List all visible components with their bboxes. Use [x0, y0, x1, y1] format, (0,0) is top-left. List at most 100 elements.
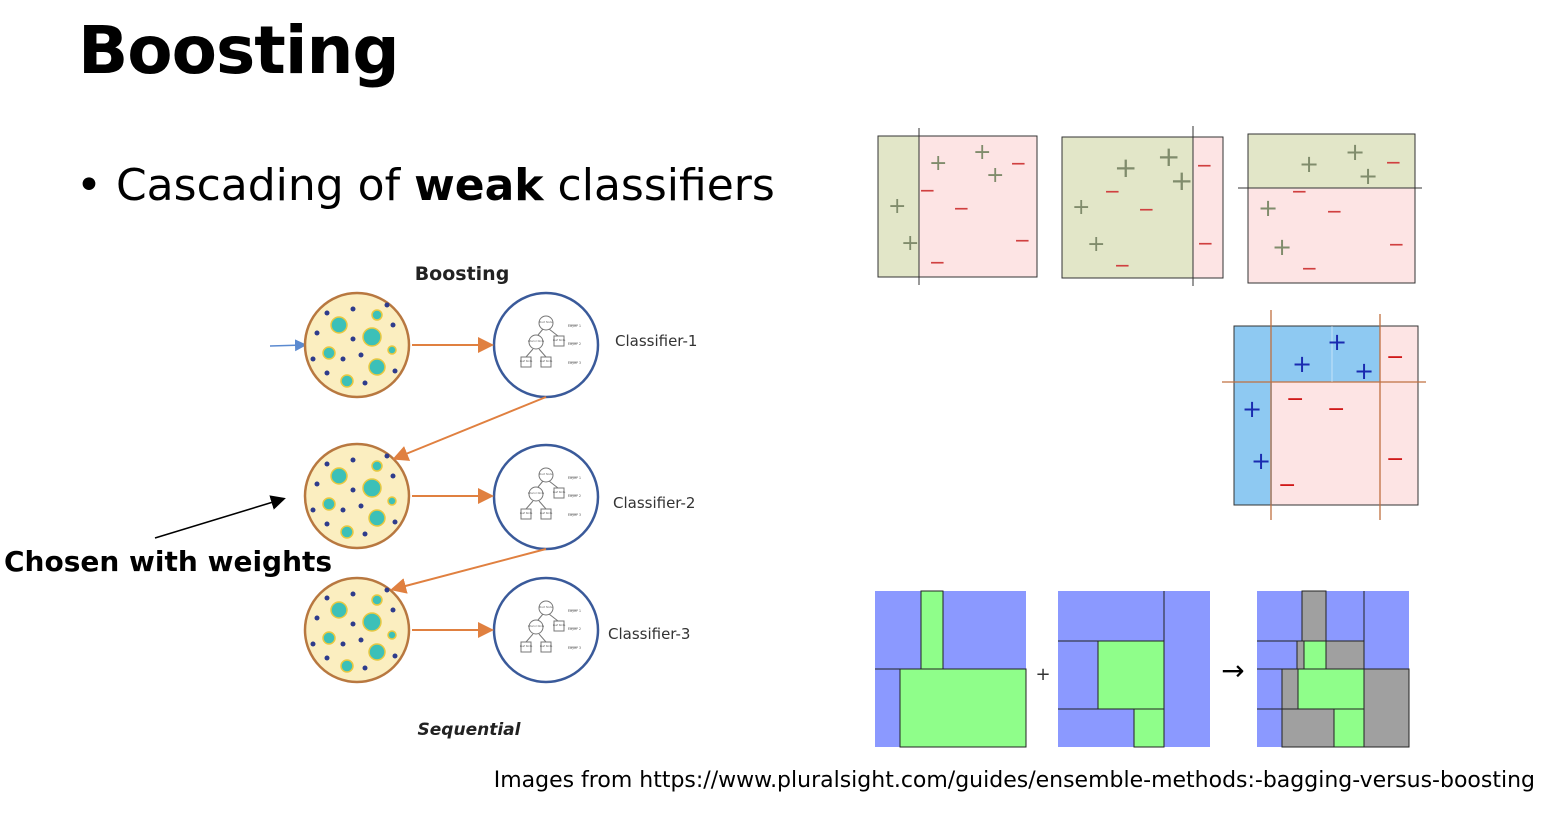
minus-sign: − — [1388, 232, 1405, 256]
slide-title: Boosting — [78, 12, 400, 89]
layer-label: Layer 2 — [568, 342, 581, 346]
layer-label: Layer 1 — [568, 609, 581, 613]
node-label: Leaf Node — [553, 490, 566, 494]
input-arrow — [269, 339, 307, 352]
feedback-arrow-2 — [390, 548, 547, 594]
plus-sign: + — [1157, 140, 1180, 173]
minus-sign: − — [1327, 397, 1345, 422]
bullet-text-before: Cascading of — [115, 160, 401, 211]
classifier-tree-3 — [492, 576, 600, 684]
node-label: Root Node — [540, 472, 553, 476]
plus-sign: + — [1087, 232, 1105, 257]
ensemble-panel-3 — [1257, 590, 1410, 748]
plus-sign: + — [1242, 395, 1262, 423]
plus-sign: + — [1327, 328, 1347, 356]
layer-label: Layer 1 — [568, 324, 581, 328]
minus-sign: − — [1010, 151, 1027, 175]
bullet-point: • Cascading of weak classifiers — [76, 160, 775, 211]
ensemble-panel-2 — [1058, 591, 1210, 748]
data-sample-1 — [303, 291, 411, 399]
plus-sign: + — [973, 140, 991, 165]
plus-sign: + — [1114, 151, 1137, 184]
minus-sign: − — [1386, 447, 1404, 472]
minus-sign: − — [1196, 153, 1213, 177]
classifier-tree-2 — [492, 443, 600, 551]
minus-sign: − — [1291, 179, 1308, 203]
layer-label: Layer 3 — [568, 513, 581, 517]
minus-sign: − — [1197, 231, 1214, 255]
node-label: Interior Node — [528, 339, 545, 343]
stump-2: + + + + + − − − − − — [1061, 126, 1224, 286]
classifier-label-2: Classifier-2 — [613, 494, 695, 512]
plus-sign: + — [901, 231, 919, 256]
bullet-marker: • — [76, 160, 102, 211]
node-label: Leaf Node — [520, 511, 533, 515]
image-source-credit: Images from https://www.pluralsight.com/… — [493, 768, 1535, 793]
plus-sign: + — [1345, 138, 1365, 166]
minus-sign: − — [1014, 228, 1031, 252]
chosen-with-weights-label: Chosen with weights — [4, 545, 333, 578]
plus-sign: + — [1170, 164, 1193, 197]
minus-sign: − — [919, 178, 936, 202]
node-label: Interior Node — [528, 491, 545, 495]
boosting-diagram-title: Boosting — [415, 263, 510, 285]
minus-sign: − — [1104, 179, 1121, 203]
minus-sign: − — [1386, 345, 1404, 370]
classifier-label-1: Classifier-1 — [615, 332, 697, 350]
layer-label: Layer 2 — [568, 494, 581, 498]
arrow-operator: → — [1221, 654, 1244, 687]
classifier-label-3: Classifier-3 — [608, 625, 690, 643]
node-label: Leaf Node — [553, 338, 566, 342]
plus-sign: + — [1258, 194, 1278, 222]
layer-label: Layer 1 — [568, 476, 581, 480]
node-label: Leaf Node — [520, 644, 533, 648]
ensemble-panel-1 — [875, 590, 1027, 748]
minus-sign: − — [1114, 253, 1131, 277]
minus-sign: − — [1385, 150, 1402, 174]
annotation-arrow — [154, 495, 286, 539]
node-label: Leaf Node — [540, 359, 553, 363]
layer-label: Layer 2 — [568, 627, 581, 631]
minus-sign: − — [929, 250, 946, 274]
bullet-text-bold: weak — [414, 160, 544, 211]
minus-sign: − — [1301, 256, 1318, 280]
minus-sign: − — [953, 196, 970, 220]
node-label: Interior Node — [528, 624, 545, 628]
node-label: Leaf Node — [520, 359, 533, 363]
plus-operator: + — [1035, 664, 1050, 685]
plus-sign: + — [888, 194, 906, 219]
minus-sign: − — [1278, 473, 1296, 498]
combined-classifier: + + + + + − − − − − — [1222, 310, 1426, 520]
node-label: Leaf Node — [540, 511, 553, 515]
plus-sign: + — [1292, 350, 1312, 378]
plus-sign: + — [1272, 233, 1292, 261]
bullet-text-after: classifiers — [557, 160, 775, 211]
classifier-tree-1 — [492, 291, 600, 399]
tree-node-labels: Root Node Interior Node Leaf Node Leaf N… — [520, 320, 566, 648]
data-sample-3 — [303, 576, 411, 684]
data-sample-2 — [303, 442, 411, 550]
stump-1: + + + + + − − − − − — [877, 128, 1038, 285]
stump-3: + + + + + − − − − − — [1238, 133, 1422, 284]
node-label: Root Node — [540, 320, 553, 324]
minus-sign: − — [1138, 197, 1155, 221]
plus-sign: + — [1358, 162, 1378, 190]
minus-sign: − — [1326, 199, 1343, 223]
boosting-diagram: Boosting Classifier-1 Classifier-2 Class… — [154, 263, 697, 740]
decision-stumps: + + + + + − − − − − + + + — [877, 126, 1426, 520]
plus-sign: + — [1251, 447, 1271, 475]
node-label: Leaf Node — [553, 623, 566, 627]
plus-sign: + — [986, 163, 1004, 188]
ensemble-combination: + → — [875, 590, 1410, 748]
minus-sign: − — [1286, 387, 1304, 412]
plus-sign: + — [1299, 150, 1319, 178]
tree-layer-labels: Layer 1 Layer 2 Layer 3 Layer 1 Layer 2 … — [568, 324, 581, 650]
node-label: Root Node — [540, 605, 553, 609]
plus-sign: + — [1354, 357, 1374, 385]
layer-label: Layer 3 — [568, 646, 581, 650]
feedback-arrow-1 — [392, 396, 547, 461]
plus-sign: + — [1072, 195, 1090, 220]
layer-label: Layer 3 — [568, 361, 581, 365]
plus-sign: + — [929, 151, 947, 176]
